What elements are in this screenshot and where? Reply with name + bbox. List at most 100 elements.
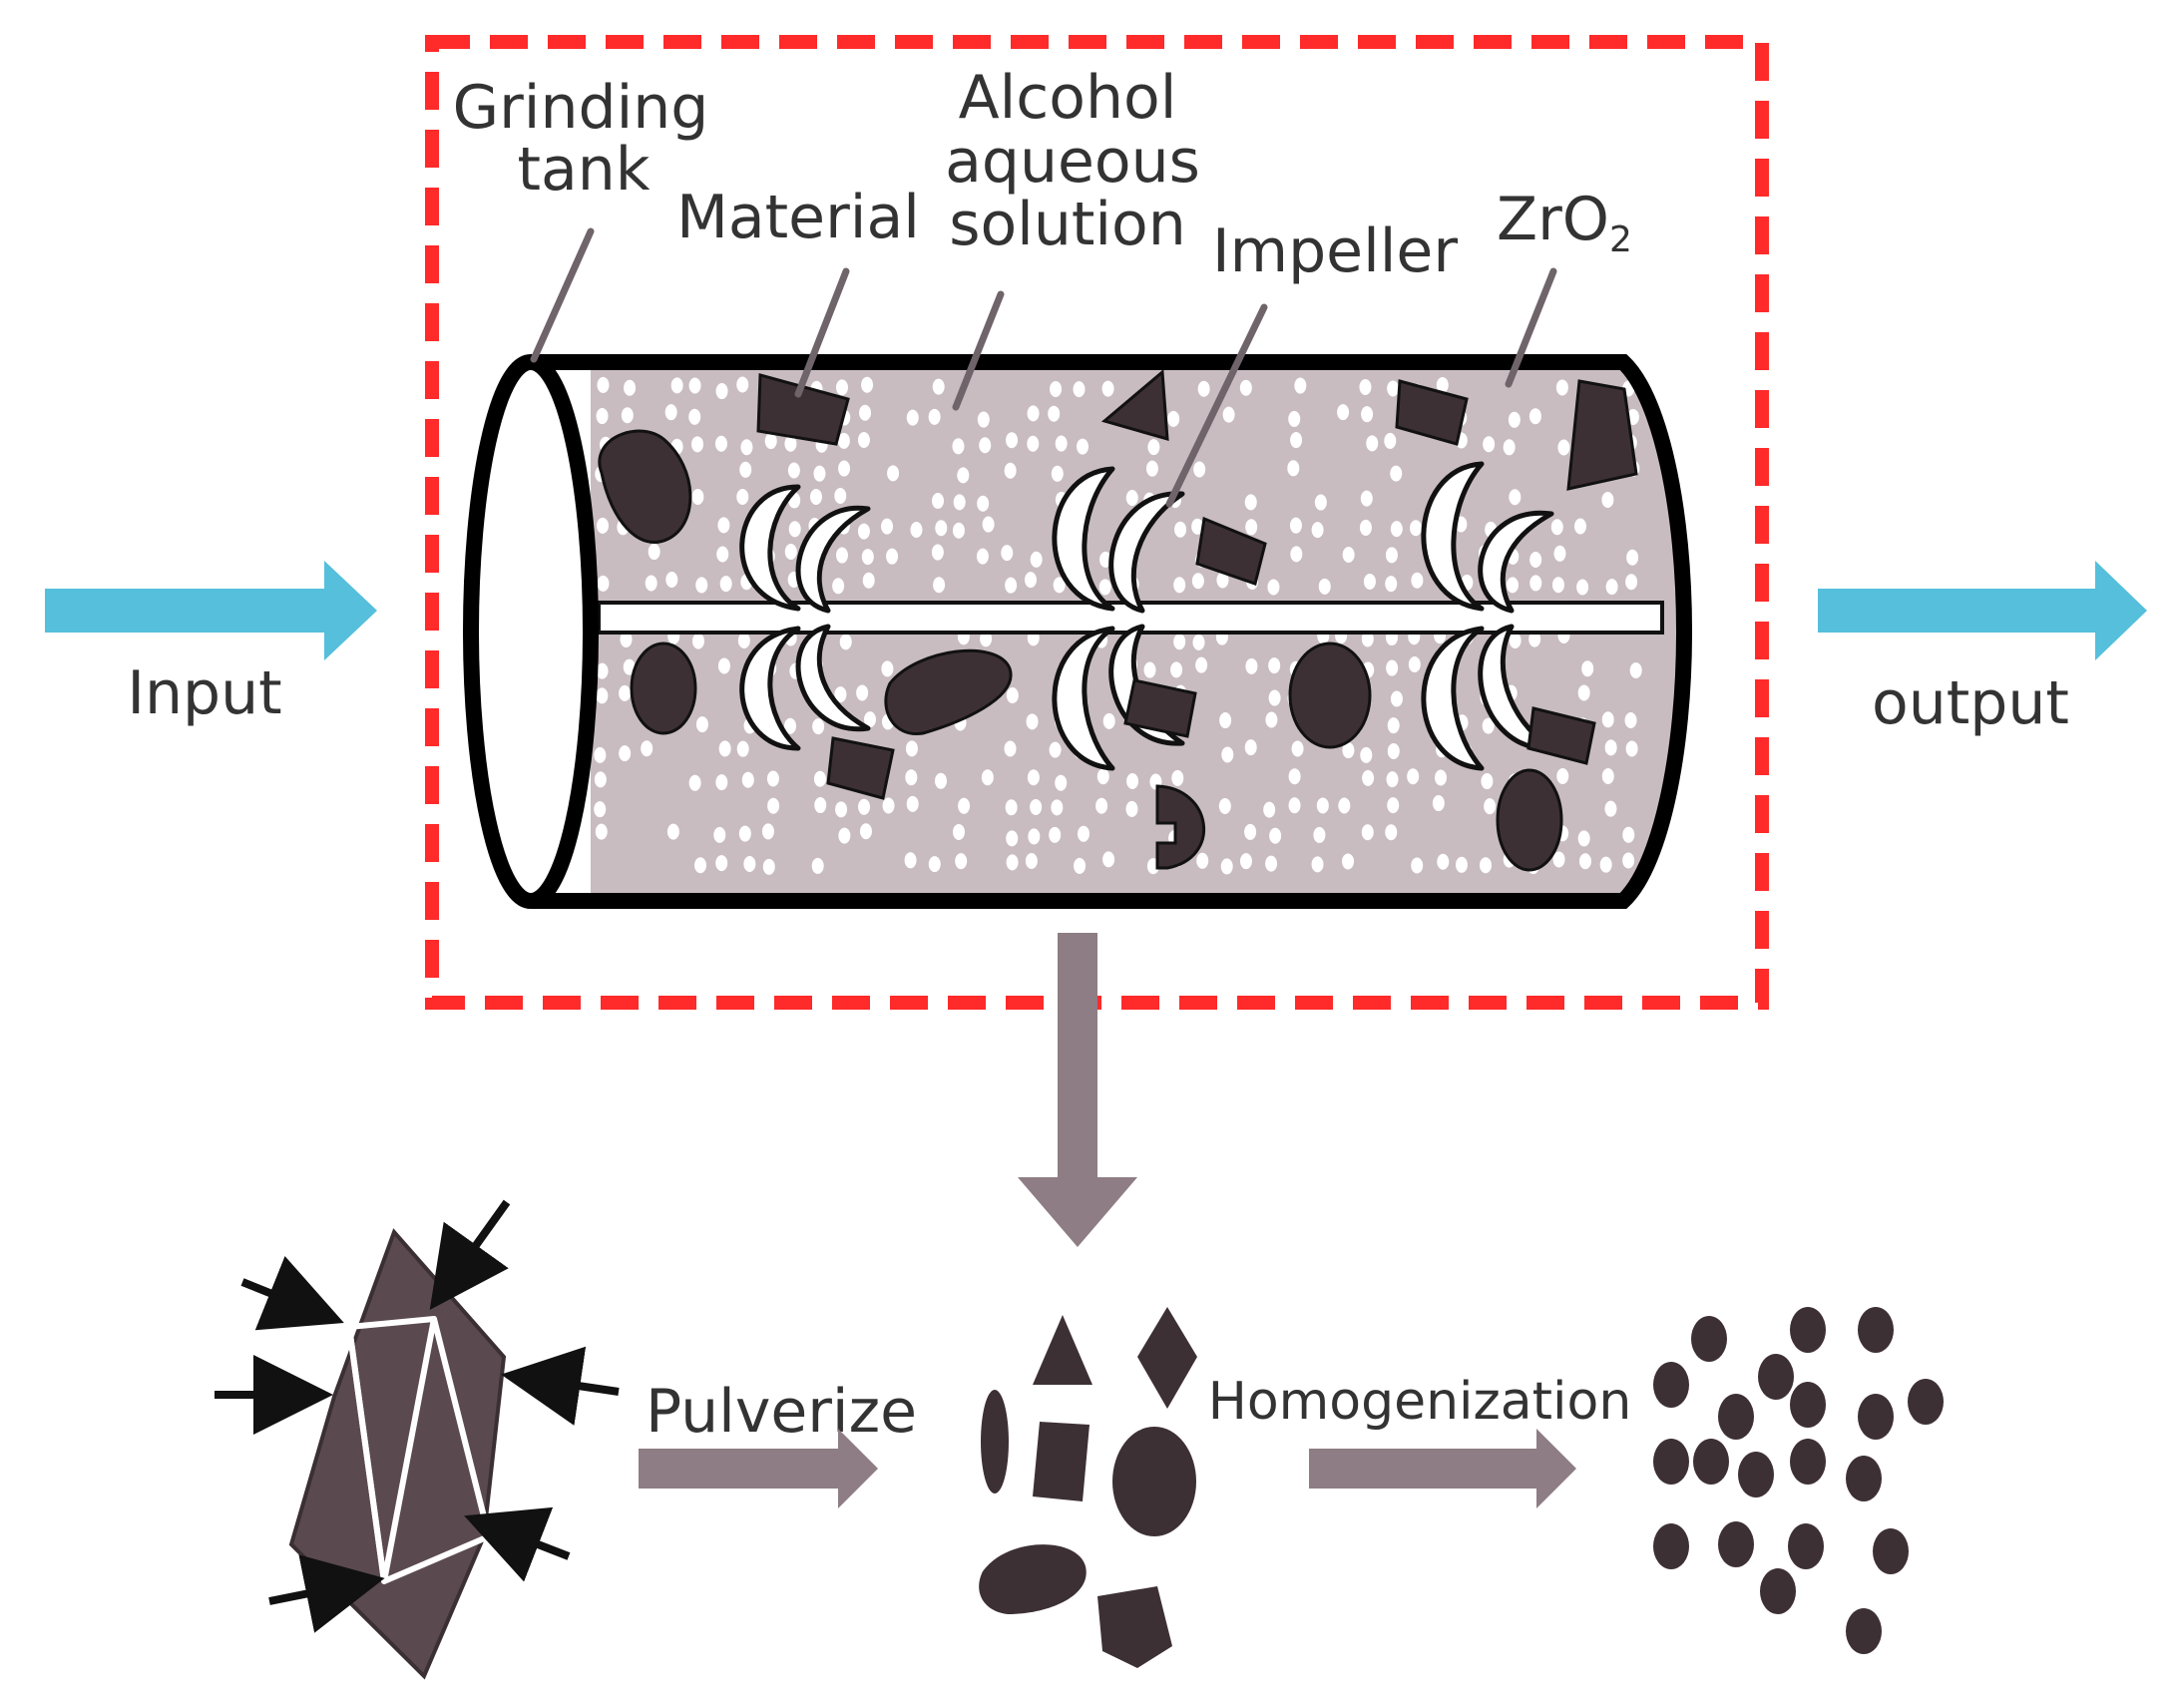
zro2-bead xyxy=(813,770,826,787)
zro2-bead xyxy=(863,711,876,728)
label-zro2-sub: 2 xyxy=(1609,219,1632,260)
zro2-bead xyxy=(761,823,774,840)
homogenized-particle xyxy=(1790,1382,1826,1428)
zro2-bead xyxy=(839,634,852,650)
zro2-bead xyxy=(1073,381,1086,398)
homogenized-particles xyxy=(1653,1307,1944,1654)
zro2-bead xyxy=(1557,439,1570,456)
zro2-bead xyxy=(740,439,753,456)
zro2-bead xyxy=(621,407,634,424)
zro2-bead xyxy=(695,716,708,733)
zro2-bead xyxy=(1197,380,1210,397)
zro2-bead xyxy=(717,657,730,674)
zro2-bead xyxy=(979,437,992,454)
zro2-bead xyxy=(1318,578,1331,595)
material-particles xyxy=(598,368,1638,872)
zro2-bead xyxy=(1361,824,1374,841)
zro2-bead xyxy=(664,404,677,421)
zro2-bead xyxy=(1366,435,1379,452)
zro2-bead xyxy=(738,825,751,842)
homogenized-particle xyxy=(1693,1439,1729,1485)
zro2-bead xyxy=(1432,795,1445,812)
pulverized-fragments xyxy=(979,1307,1197,1668)
zro2-bead xyxy=(594,746,607,763)
zro2-bead xyxy=(688,377,701,394)
zro2-bead xyxy=(981,769,994,786)
zro2-bead xyxy=(764,433,777,450)
label-zro2-base: ZrO xyxy=(1497,185,1609,254)
zro2-bead xyxy=(1030,798,1043,815)
zro2-bead xyxy=(933,577,946,594)
zro2-bead xyxy=(1050,380,1063,397)
label-alcohol-line2: aqueous xyxy=(945,127,1200,197)
zro2-bead xyxy=(952,522,965,539)
zro2-bead xyxy=(910,522,923,539)
label-material: Material xyxy=(676,183,920,252)
zro2-bead xyxy=(1239,379,1252,396)
homogenized-particle xyxy=(1738,1452,1774,1497)
zro2-bead xyxy=(1049,826,1062,843)
zro2-bead xyxy=(1436,376,1449,393)
zro2-bead xyxy=(743,855,756,872)
zro2-bead xyxy=(1101,380,1114,397)
zro2-bead xyxy=(691,436,704,453)
zro2-bead xyxy=(977,495,990,512)
zro2-bead xyxy=(1483,436,1496,453)
zro2-bead xyxy=(597,575,610,592)
zro2-bead xyxy=(1482,717,1495,734)
label-pulverize: Pulverize xyxy=(646,1377,917,1447)
zro2-bead xyxy=(1506,577,1519,594)
zro2-bead xyxy=(1599,856,1612,873)
zro2-bead xyxy=(1625,740,1638,757)
zro2-bead xyxy=(932,378,945,395)
zro2-bead xyxy=(935,520,948,537)
zro2-bead xyxy=(1195,656,1208,673)
zro2-bead xyxy=(1055,435,1068,452)
zro2-bead xyxy=(1484,798,1497,815)
zro2-bead xyxy=(619,745,632,762)
zro2-bead xyxy=(716,546,729,563)
zro2-bead xyxy=(1387,717,1400,734)
zro2-bead xyxy=(838,460,851,477)
zro2-bead xyxy=(788,521,801,538)
zro2-bead xyxy=(1095,797,1108,814)
zro2-bead xyxy=(1359,519,1372,536)
zro2-bead xyxy=(1361,631,1374,647)
zro2-bead xyxy=(1508,411,1521,428)
homogenized-particle xyxy=(1908,1379,1944,1425)
zro2-bead xyxy=(928,856,941,873)
zro2-bead xyxy=(952,438,965,455)
zro2-bead xyxy=(1576,579,1589,596)
zro2-bead xyxy=(1386,659,1399,676)
zro2-bead xyxy=(623,658,636,675)
zro2-bead xyxy=(691,633,704,649)
zro2-bead xyxy=(688,774,701,791)
zro2-bead xyxy=(1192,634,1205,650)
homogenized-particle xyxy=(1788,1523,1824,1569)
zro2-bead xyxy=(1387,742,1400,759)
zro2-bead xyxy=(1390,465,1403,482)
zro2-bead xyxy=(620,631,633,647)
zro2-bead xyxy=(1099,551,1112,568)
zro2-bead xyxy=(1053,577,1066,594)
homogenized-particle xyxy=(1873,1528,1909,1574)
label-grinding-tank-line1: Grinding xyxy=(453,73,709,143)
zro2-bead xyxy=(596,408,609,425)
zro2-bead xyxy=(645,575,657,592)
zro2-bead xyxy=(624,379,637,396)
zro2-bead xyxy=(787,462,800,479)
zro2-bead xyxy=(597,376,610,393)
zro2-bead xyxy=(1221,746,1234,763)
zro2-bead xyxy=(955,853,968,870)
zro2-bead xyxy=(1171,769,1184,786)
zro2-bead xyxy=(1509,632,1522,648)
zro2-bead xyxy=(1311,856,1324,873)
zro2-bead xyxy=(1577,830,1590,847)
zro2-bead xyxy=(1528,631,1541,647)
label-output: output xyxy=(1872,668,2069,738)
zro2-bead xyxy=(1291,740,1304,757)
zro2-bead xyxy=(1102,712,1115,729)
zro2-bead xyxy=(715,774,728,791)
zro2-bead xyxy=(1268,657,1281,674)
zro2-bead xyxy=(1555,379,1568,396)
